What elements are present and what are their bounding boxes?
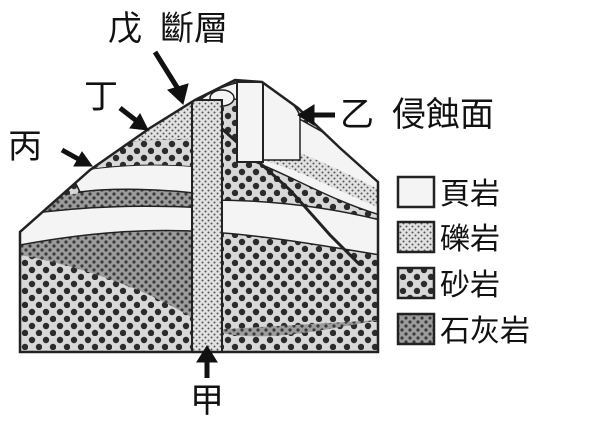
sandstone-lower-right bbox=[210, 320, 378, 352]
legend-label-limestone: 石灰岩 bbox=[440, 314, 530, 349]
label-fault: 斷層 bbox=[160, 9, 228, 49]
label-erosion: 侵蝕面 bbox=[392, 95, 494, 135]
legend-swatch-conglomerate bbox=[396, 220, 436, 254]
arrow-jia bbox=[196, 345, 218, 378]
dike-jia bbox=[191, 99, 223, 352]
arrow-fault bbox=[152, 50, 189, 105]
label-yi: 乙 bbox=[340, 95, 374, 135]
legend-item-limestone: 石灰岩 bbox=[396, 312, 530, 349]
arrow-yi bbox=[297, 104, 335, 126]
pointer-arrows bbox=[60, 50, 335, 378]
arrow-bing bbox=[60, 147, 93, 167]
sandstone-lower-left bbox=[20, 255, 210, 352]
label-ding: 丁 bbox=[84, 77, 118, 117]
label-bing: 丙 bbox=[8, 127, 42, 167]
cross-section bbox=[18, 78, 380, 354]
arrow-ding bbox=[118, 106, 149, 131]
legend-item-conglomerate: 礫岩 bbox=[396, 220, 500, 257]
legend-label-sandstone: 砂岩 bbox=[440, 268, 500, 303]
label-jia: 甲 bbox=[190, 381, 224, 421]
legend-swatch-limestone bbox=[396, 312, 436, 346]
dike-upper bbox=[236, 81, 264, 163]
legend-swatch-sandstone bbox=[396, 266, 436, 300]
legend-label-conglomerate: 礫岩 bbox=[440, 222, 500, 257]
section-outline bbox=[18, 78, 380, 354]
legend: 頁岩 礫岩 砂岩 石灰岩 bbox=[396, 175, 530, 349]
legend-label-shale: 頁岩 bbox=[440, 177, 500, 212]
label-wu: 戊 bbox=[108, 9, 142, 49]
legend-swatch-shale bbox=[396, 175, 436, 209]
legend-item-sandstone: 砂岩 bbox=[396, 266, 500, 303]
legend-item-shale: 頁岩 bbox=[396, 175, 500, 212]
